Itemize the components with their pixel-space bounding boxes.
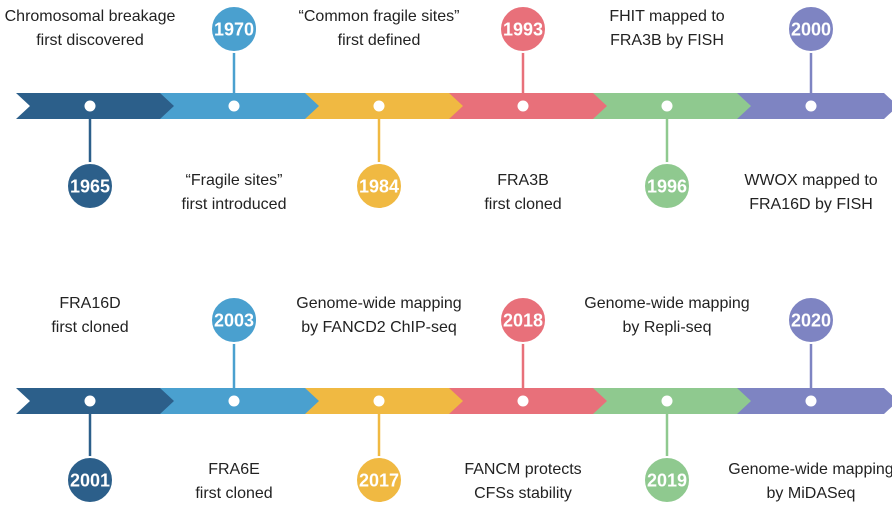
year-marker-2020	[787, 296, 835, 344]
event-description-2001-line-2: first cloned	[51, 319, 128, 336]
year-marker-1970	[210, 5, 258, 53]
year-label-1984: 1984	[359, 177, 399, 197]
timeline-row-1: 1965 Chromosomal breakage first discovered…	[5, 5, 892, 213]
event-description-2019-line-2: by Repli-seq	[623, 319, 712, 336]
timeline-segment-2019	[593, 388, 755, 414]
year-marker-2001	[66, 456, 114, 504]
timeline-dot-2018	[517, 395, 529, 407]
event-description-2017-line-1: Genome-wide mapping	[296, 295, 461, 312]
event-description-1965-line-1: Chromosomal breakage	[5, 8, 176, 25]
event-description-1993-line-2: first cloned	[484, 196, 561, 213]
year-marker-1965	[66, 162, 114, 210]
event-description-2000-line-1: WWOX mapped to	[744, 172, 877, 189]
timeline-dot-2019	[661, 395, 673, 407]
timeline-dot-2001	[84, 395, 96, 407]
event-description-1996-line-1: FHIT mapped to	[609, 8, 724, 25]
year-label-1965: 1965	[70, 177, 110, 197]
event-description-1984-line-1: “Common fragile sites”	[299, 8, 460, 25]
timeline-dot-1996	[661, 100, 673, 112]
timeline-dot-1970	[228, 100, 240, 112]
timeline-segment-1970	[160, 93, 323, 119]
timeline-dot-1993	[517, 100, 529, 112]
year-marker-1993	[499, 5, 547, 53]
event-description-2018-line-2: CFSs stability	[474, 485, 572, 502]
event-description-1965-line-2: first discovered	[36, 32, 144, 49]
year-label-2018: 2018	[503, 311, 543, 331]
event-description-1970-line-2: first introduced	[182, 196, 287, 213]
event-description-1984-line-2: first defined	[338, 32, 421, 49]
event-description-2003-line-2: first cloned	[195, 485, 272, 502]
event-description-2000-line-2: FRA16D by FISH	[749, 196, 873, 213]
timeline-dot-2017	[373, 395, 385, 407]
timeline-segment-1984	[305, 93, 467, 119]
year-label-2017: 2017	[359, 471, 399, 491]
event-description-2017-line-2: by FANCD2 ChIP-seq	[301, 319, 457, 336]
timeline-segment-2017	[305, 388, 467, 414]
year-label-2019: 2019	[647, 471, 687, 491]
year-marker-2018	[499, 296, 547, 344]
timeline-segment-1993	[449, 93, 611, 119]
timeline-dot-1965	[84, 100, 96, 112]
year-marker-2000	[787, 5, 835, 53]
timeline-segment-2001	[16, 388, 178, 414]
event-description-2020-line-1: Genome-wide mapping	[728, 461, 892, 478]
event-description-2018-line-1: FANCM protects	[464, 461, 581, 478]
year-marker-2003	[210, 296, 258, 344]
event-description-2019-line-1: Genome-wide mapping	[584, 295, 749, 312]
year-label-2000: 2000	[791, 20, 831, 40]
timeline-segment-1996	[593, 93, 755, 119]
event-description-1996-line-2: FRA3B by FISH	[610, 32, 724, 49]
year-label-1996: 1996	[647, 177, 687, 197]
year-label-2020: 2020	[791, 311, 831, 331]
year-marker-2019	[643, 456, 691, 504]
event-description-2020-line-2: by MiDASeq	[767, 485, 856, 502]
year-marker-1996	[643, 162, 691, 210]
timeline-dot-1984	[373, 100, 385, 112]
event-description-1993-line-1: FRA3B	[497, 172, 549, 189]
year-label-1993: 1993	[503, 20, 543, 40]
event-description-1970-line-1: “Fragile sites”	[186, 172, 283, 189]
event-description-2001-line-1: FRA16D	[59, 295, 120, 312]
year-marker-2017	[355, 456, 403, 504]
event-description-2003-line-1: FRA6E	[208, 461, 260, 478]
year-label-2003: 2003	[214, 311, 254, 331]
timeline-dot-2003	[228, 395, 240, 407]
year-marker-1984	[355, 162, 403, 210]
year-label-1970: 1970	[214, 20, 254, 40]
timeline-segment-1965	[16, 93, 178, 119]
year-label-2001: 2001	[70, 471, 110, 491]
timeline-segment-2018	[449, 388, 611, 414]
timeline-segment-2003	[160, 388, 323, 414]
timeline-dot-2020	[805, 395, 817, 407]
timeline-dot-2000	[805, 100, 817, 112]
